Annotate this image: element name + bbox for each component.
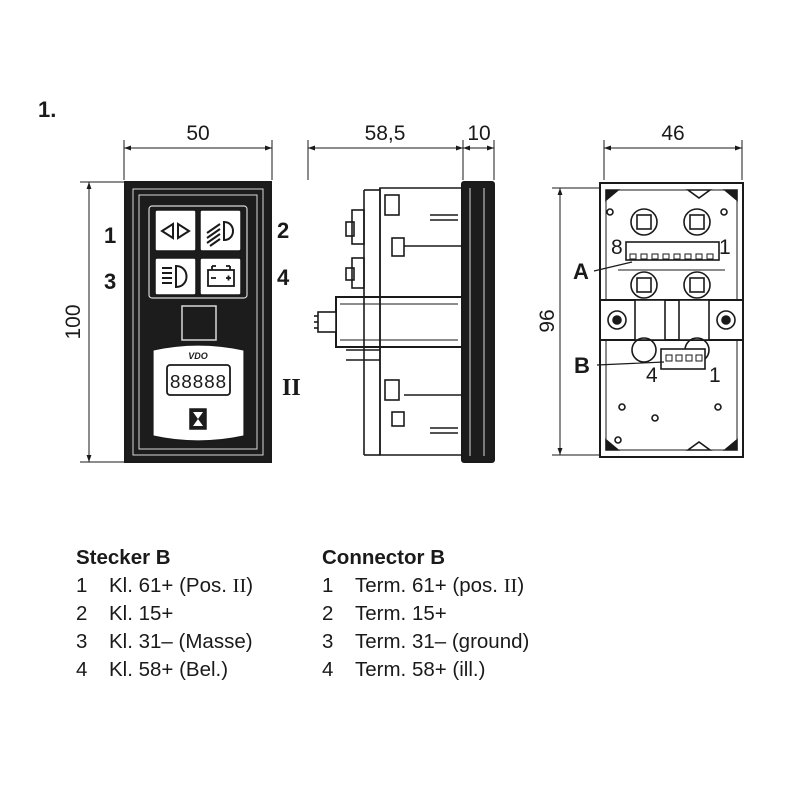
legend-row-number: 3 [322,630,334,653]
hourglass-icon[interactable] [189,408,207,430]
hazard-arrows-icon [160,222,191,240]
legend-row: 1 Kl. 61+ (Pos. II) [76,572,253,600]
connector-b-pin-last: 1 [709,364,721,387]
legend-row-number: 2 [76,602,88,625]
battery-icon [207,265,235,287]
legend-row-number: 4 [76,658,88,681]
legend-row: 4 Term. 58+ (ill.) [322,656,529,684]
legend-row: 3 Term. 31– (ground) [322,628,529,656]
switch-label-2: 2 [277,218,289,243]
connector-b-label: B [574,353,590,378]
switch-1[interactable] [154,209,197,252]
legend-row: 1 Term. 61+ (pos. II) [322,572,529,600]
legend-row-text: Kl. 61+ (Pos. II) [109,574,254,597]
front-height-dim: 100 [62,304,85,339]
position-label: II [282,375,301,401]
connector-b-pin-first: 4 [646,364,658,387]
connector-a-label: A [573,259,589,284]
legend-row-text: Term. 31– (ground) [355,630,530,653]
switch-label-3: 3 [104,269,116,294]
display-digits: 88888 [169,372,226,394]
switch-label-4: 4 [277,265,290,290]
side-view [307,140,495,463]
low-beam-icon [162,264,188,289]
front-width-dim: 50 [186,122,209,145]
legend-row: 4 Kl. 58+ (Bel.) [76,656,253,684]
connector-a-pin-last: 1 [719,236,731,259]
legend-row: 2 Term. 15+ [322,600,529,628]
connector-b [660,348,706,370]
legend-row-text: Term. 15+ [355,602,447,625]
switch-label-1: 1 [104,223,116,248]
front-view: 50 100 [62,122,301,463]
blank-switch[interactable] [181,305,217,341]
figure-number: 1. [38,97,56,122]
legend-row-text: Term. 58+ (ill.) [355,658,486,681]
legend-row-number: 4 [322,658,334,681]
legend-row-number: 1 [322,574,334,597]
legend-german-title: Stecker B [76,546,171,569]
digital-display [166,364,231,396]
rear-view [552,140,744,458]
legend-row-number: 1 [76,574,88,597]
legend-row-number: 3 [76,630,88,653]
mounting-bracket [599,299,744,341]
switch-2[interactable] [199,209,242,252]
side-depth-dim: 58,5 [365,122,406,145]
rear-width-dim: 46 [661,122,684,145]
legend-row: 2 Kl. 15+ [76,600,253,628]
brand-logo: VDO [188,351,208,361]
connector-a [625,241,720,261]
legend-german: Stecker B 1 Kl. 61+ (Pos. II) 2 Kl. 15+ … [76,544,253,684]
legend-row-text: Kl. 31– (Masse) [109,630,253,653]
side-bezel [461,181,495,463]
leader-b [596,361,665,366]
legend-row-number: 2 [322,602,334,625]
legend-row-text: Kl. 15+ [109,602,174,625]
side-bezel-dim: 10 [467,122,490,145]
legend-row-text: Term. 61+ (pos. II) [355,574,525,597]
leader-a [593,261,633,272]
rear-height-dim: 96 [536,309,559,332]
legend-row: 3 Kl. 31– (Masse) [76,628,253,656]
connector-a-pin-first: 8 [611,236,623,259]
headlight-icon [206,220,234,247]
legend-english-title: Connector B [322,546,445,569]
legend-row-text: Kl. 58+ (Bel.) [109,658,229,681]
legend-english: Connector B 1 Term. 61+ (pos. II) 2 Term… [322,544,529,684]
